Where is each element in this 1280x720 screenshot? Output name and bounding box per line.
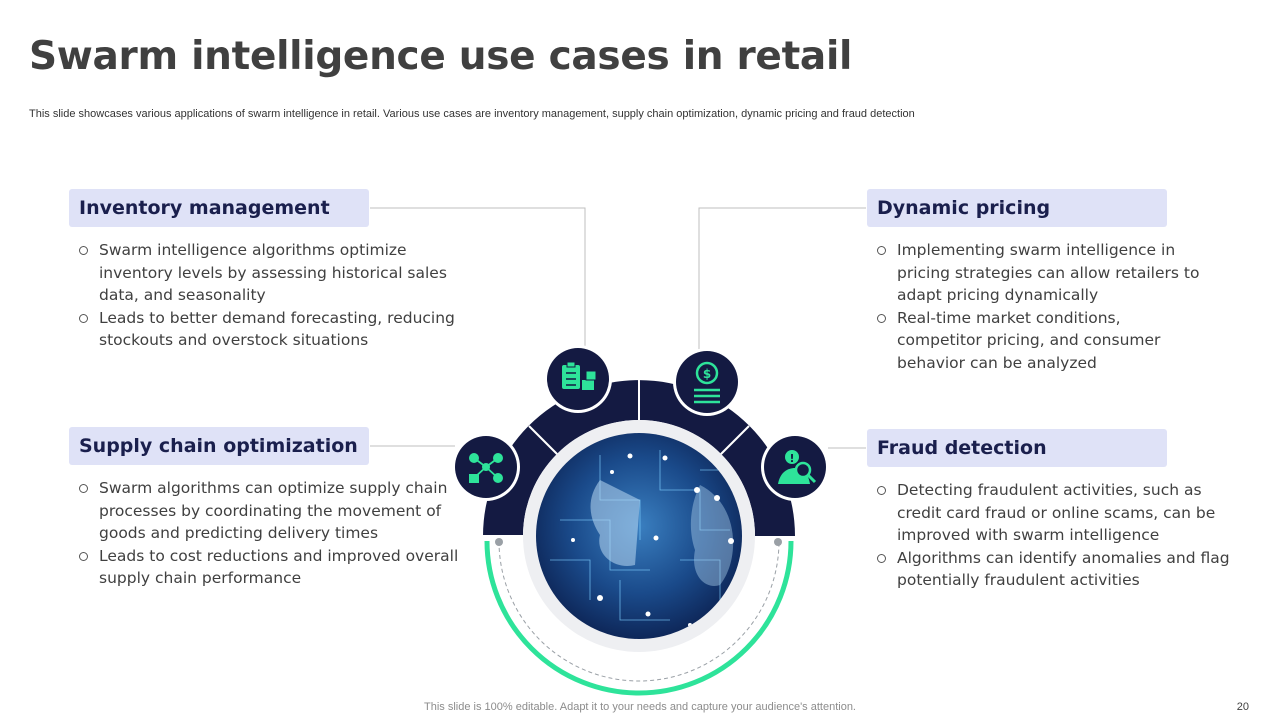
supply-chain-network-icon — [452, 433, 520, 501]
card-heading-inventory-management: Inventory management — [69, 189, 369, 227]
card-bullets-inventory-management: Swarm intelligence algorithms optimize i… — [79, 239, 469, 352]
bullet-item: Real-time market conditions, competitor … — [877, 307, 1207, 375]
bullet-item: Algorithms can identify anomalies and fl… — [877, 547, 1247, 592]
bullet-item: Swarm algorithms can optimize supply cha… — [79, 477, 469, 545]
bullet-item: Leads to better demand forecasting, redu… — [79, 307, 469, 352]
bullet-item: Swarm intelligence algorithms optimize i… — [79, 239, 469, 307]
ai-face-image — [536, 433, 742, 639]
inventory-clipboard-boxes-icon — [544, 345, 612, 413]
dashed-arc — [498, 540, 780, 682]
card-heading-text: Supply chain optimization — [79, 435, 358, 457]
card-heading-supply-chain-optimization: Supply chain optimization — [69, 427, 369, 465]
navy-ring — [483, 380, 795, 537]
connector-lines — [370, 207, 866, 449]
svg-text:$: $ — [703, 367, 711, 381]
card-bullets-dynamic-pricing: Implementing swarm intelligence in prici… — [877, 239, 1207, 374]
slide-title: Swarm intelligence use cases in retail — [29, 34, 853, 79]
card-heading-text: Dynamic pricing — [877, 197, 1051, 219]
card-bullets-supply-chain-optimization: Swarm algorithms can optimize supply cha… — [79, 477, 469, 590]
green-arc — [484, 540, 794, 696]
card-heading-text: Fraud detection — [877, 437, 1047, 459]
card-heading-text: Inventory management — [79, 197, 330, 219]
svg-text:!: ! — [789, 452, 794, 465]
dollar-coin-icon: $ — [673, 348, 741, 416]
arc-endpoint-left — [495, 538, 503, 546]
card-heading-fraud-detection: Fraud detection — [867, 429, 1167, 467]
bullet-item: Leads to cost reductions and improved ov… — [79, 545, 469, 590]
circuit-pattern — [550, 450, 740, 627]
bullet-item: Detecting fraudulent activities, such as… — [877, 479, 1247, 547]
arc-endpoint-right — [774, 538, 782, 546]
slide-subtitle: This slide showcases various application… — [29, 108, 915, 120]
card-heading-dynamic-pricing: Dynamic pricing — [867, 189, 1167, 227]
footer-note: This slide is 100% editable. Adapt it to… — [424, 701, 856, 713]
bullet-item: Implementing swarm intelligence in prici… — [877, 239, 1207, 307]
fraud-detective-icon: ! — [761, 433, 829, 501]
card-bullets-fraud-detection: Detecting fraudulent activities, such as… — [877, 479, 1247, 592]
page-number: 20 — [1236, 701, 1249, 713]
